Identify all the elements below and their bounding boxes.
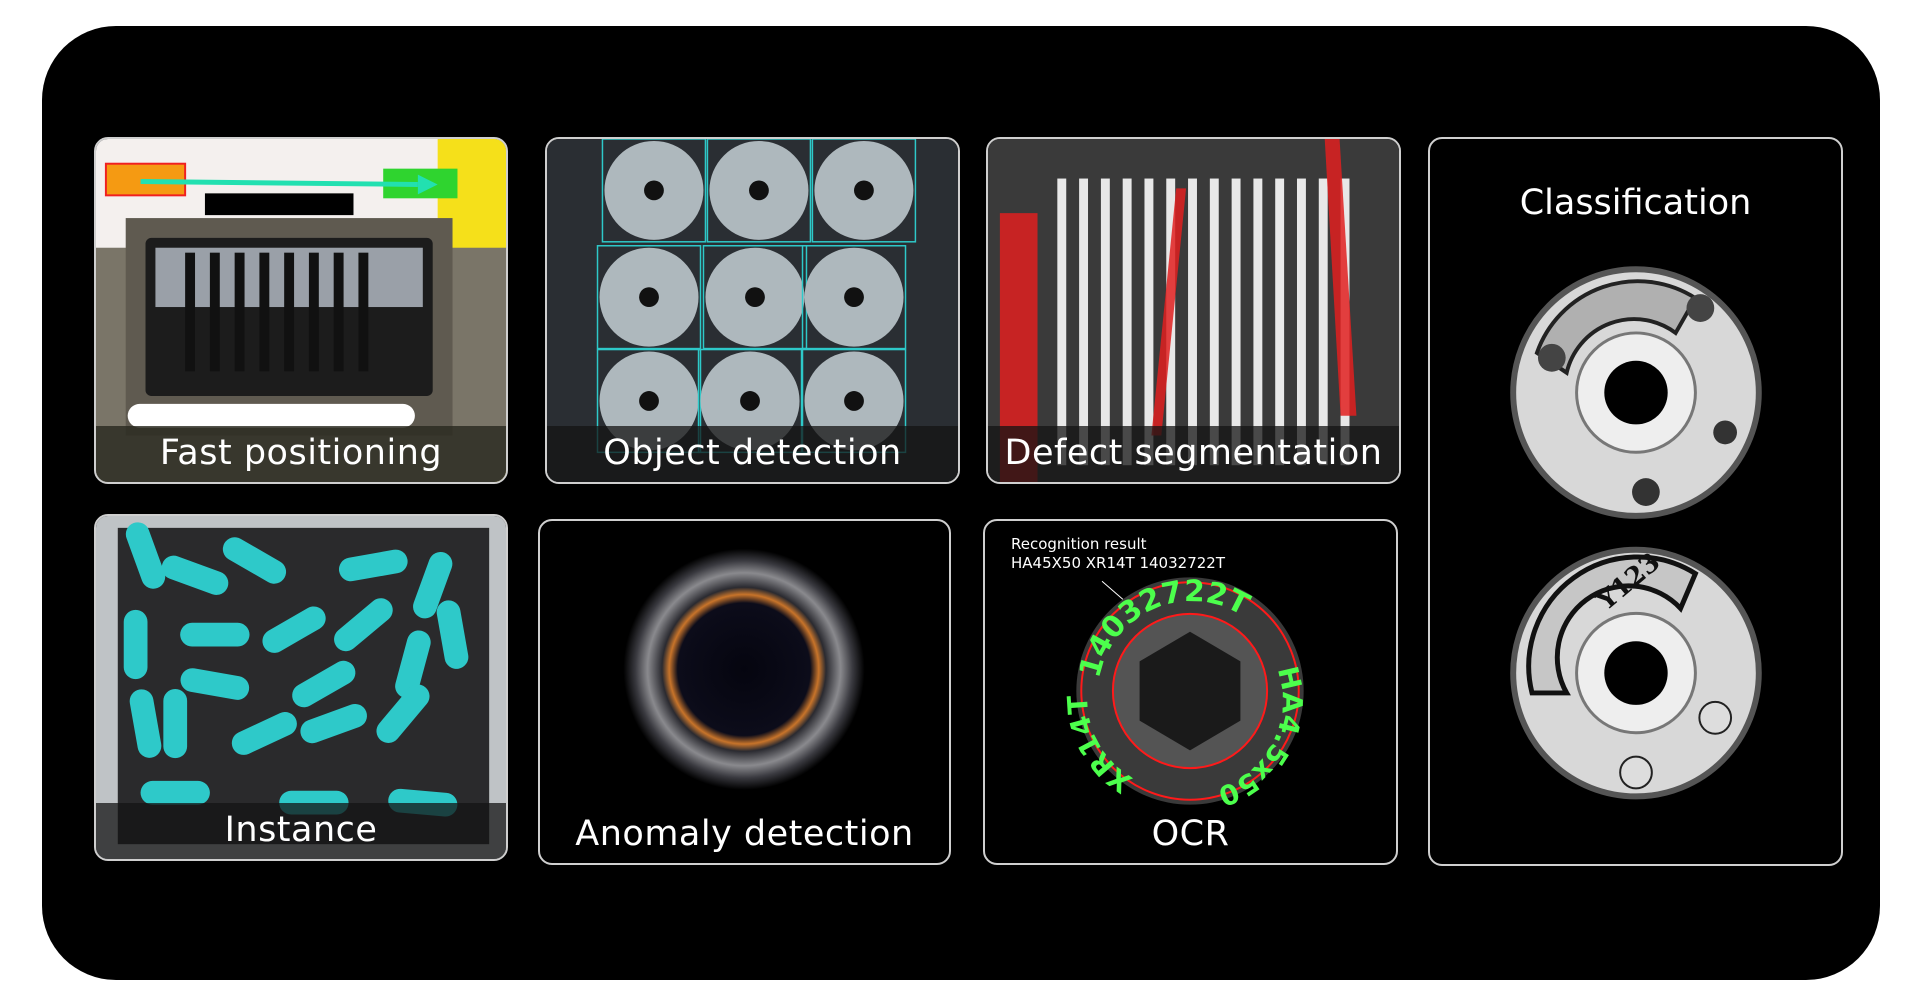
feature-panel: Fast positioning Object detection Defect… (42, 26, 1880, 980)
roll-detection (801, 348, 907, 454)
segmented-instance (413, 551, 453, 619)
card-label: Instance segmentation (96, 803, 506, 859)
anomaly-detection-image (623, 548, 865, 790)
lead (1318, 178, 1328, 466)
ocr-result-value: HA45X50 XR14T 14032722T (1011, 554, 1225, 572)
segmented-instance (334, 598, 393, 652)
segmented-instance (180, 622, 250, 647)
segmented-instance (300, 703, 367, 744)
lead (1057, 178, 1067, 466)
lead (1144, 178, 1154, 466)
card-label: Object detection (547, 426, 958, 482)
segmented-instance (129, 689, 162, 758)
fast-positioning-image (96, 139, 506, 482)
lead (1231, 178, 1241, 466)
card-label: Anomaly detection (575, 814, 914, 854)
segmented-instance (161, 555, 229, 595)
card-object-detection: Object detection (545, 137, 960, 484)
card-label: Fast positioning (96, 426, 506, 482)
roll-detection (811, 139, 917, 243)
segmented-instance (163, 688, 188, 759)
lead (1209, 178, 1219, 466)
segmented-instance (376, 684, 430, 743)
card-ocr: Recognition result HA45X50 XR14T 1403272… (983, 519, 1398, 865)
card-fast-positioning: Fast positioning (94, 137, 508, 484)
segmented-instance (180, 668, 250, 700)
roll-detection (801, 245, 907, 350)
segmented-instance (222, 537, 287, 584)
segmented-instance (262, 606, 326, 653)
lead (1188, 178, 1197, 466)
lead (1296, 178, 1306, 466)
segmented-instance (436, 600, 469, 669)
segmented-instance (395, 630, 431, 699)
ocr-image: 14032722T HA4.5x50 XR14T (1061, 573, 1309, 813)
card-anomaly-detection: Anomaly detection (538, 519, 951, 865)
card-instance-segmentation: Instance segmentation (94, 514, 508, 861)
lead (1253, 178, 1263, 466)
lead (1079, 178, 1089, 466)
segmented-instance (292, 660, 356, 708)
roll-detection (596, 245, 702, 350)
card-label: Classification (1519, 183, 1752, 223)
object-detection-image (547, 139, 958, 482)
ocr-result-label: Recognition result (1011, 535, 1147, 553)
roll-detection (596, 348, 702, 454)
segmented-instance (125, 522, 166, 589)
segmented-instance (338, 549, 408, 582)
lead (1122, 178, 1132, 466)
lead (1275, 178, 1285, 466)
classification-parts-image: Y123 (1510, 266, 1762, 800)
roll-detection (601, 139, 707, 243)
segmented-instance (231, 711, 297, 755)
card-defect-segmentation: Defect segmentation (986, 137, 1401, 484)
segmented-instance (123, 609, 148, 680)
roll-detection (706, 139, 812, 243)
segmented-instance (140, 780, 210, 805)
lead (1100, 178, 1110, 466)
card-label: Defect segmentation (988, 426, 1399, 482)
card-label: OCR (1151, 814, 1230, 854)
instance-segmentation-image (96, 516, 506, 859)
ocr-result: Recognition result HA45X50 XR14T 1403272… (1011, 535, 1225, 573)
card-classification: Classification Y123 (1428, 137, 1843, 866)
defect-segmentation-image (988, 139, 1399, 482)
